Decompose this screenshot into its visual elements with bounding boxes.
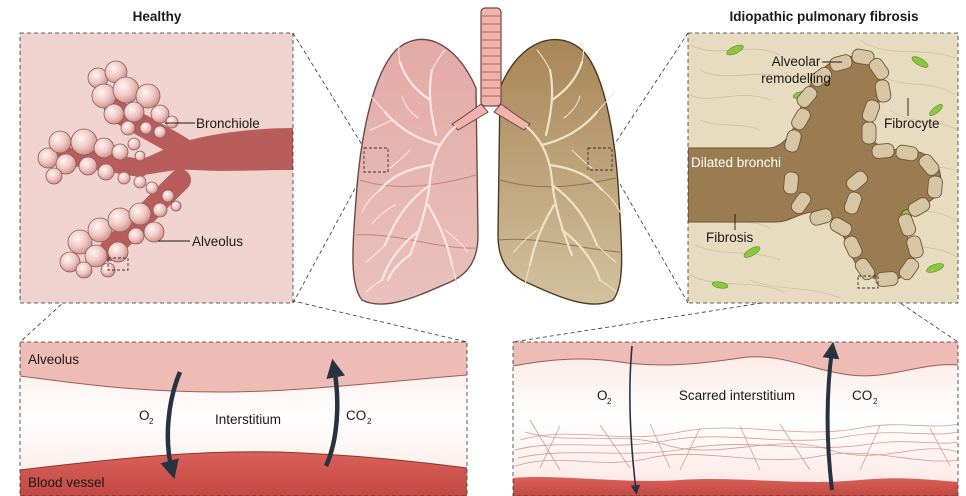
blood-vessel-label: Blood vessel: [28, 475, 105, 490]
co2-subscript-ipf: 2: [873, 397, 878, 406]
bronchiole-label: Bronchiole: [196, 116, 260, 131]
healthy-heading: Healthy: [133, 9, 182, 24]
interstitium-label: Interstitium: [215, 412, 281, 427]
ipf-tissue-section: O 2 Scarred interstitium CO 2: [513, 342, 958, 496]
fibrosis-label: Fibrosis: [706, 230, 754, 245]
ipf-heading: Idiopathic pulmonary fibrosis: [729, 9, 918, 24]
alveolus-label: Alveolus: [192, 234, 243, 249]
o2-subscript-ipf: 2: [607, 397, 612, 406]
fibrocyte-label: Fibrocyte: [884, 116, 940, 131]
ipf-inset: Alveolar remodelling Fibrocyte Dilated b…: [688, 33, 958, 303]
o2-label-ipf: O: [597, 388, 608, 403]
alveolus-layer-label: Alveolus: [28, 352, 79, 367]
co2-subscript-healthy: 2: [367, 417, 372, 426]
fibrotic-lung: [498, 40, 622, 305]
o2-subscript-healthy: 2: [149, 417, 154, 426]
co2-label-ipf: CO: [852, 388, 872, 403]
scarred-interstitium-label: Scarred interstitium: [679, 388, 795, 403]
healthy-tissue-section: Alveolus Interstitium Blood vessel O 2 C…: [20, 342, 467, 496]
alveolar-remodelling-label-2: remodelling: [761, 71, 831, 86]
lungs-illustration: [353, 8, 622, 304]
dilated-bronchi-label: Dilated bronchi: [691, 155, 781, 170]
co2-label-healthy: CO: [346, 408, 366, 423]
alveolar-remodelling-label-1: Alveolar: [772, 54, 821, 69]
healthy-inset: Bronchiole Alveolus: [20, 33, 293, 303]
o2-label-healthy: O: [139, 408, 150, 423]
healthy-lung: [353, 39, 478, 304]
